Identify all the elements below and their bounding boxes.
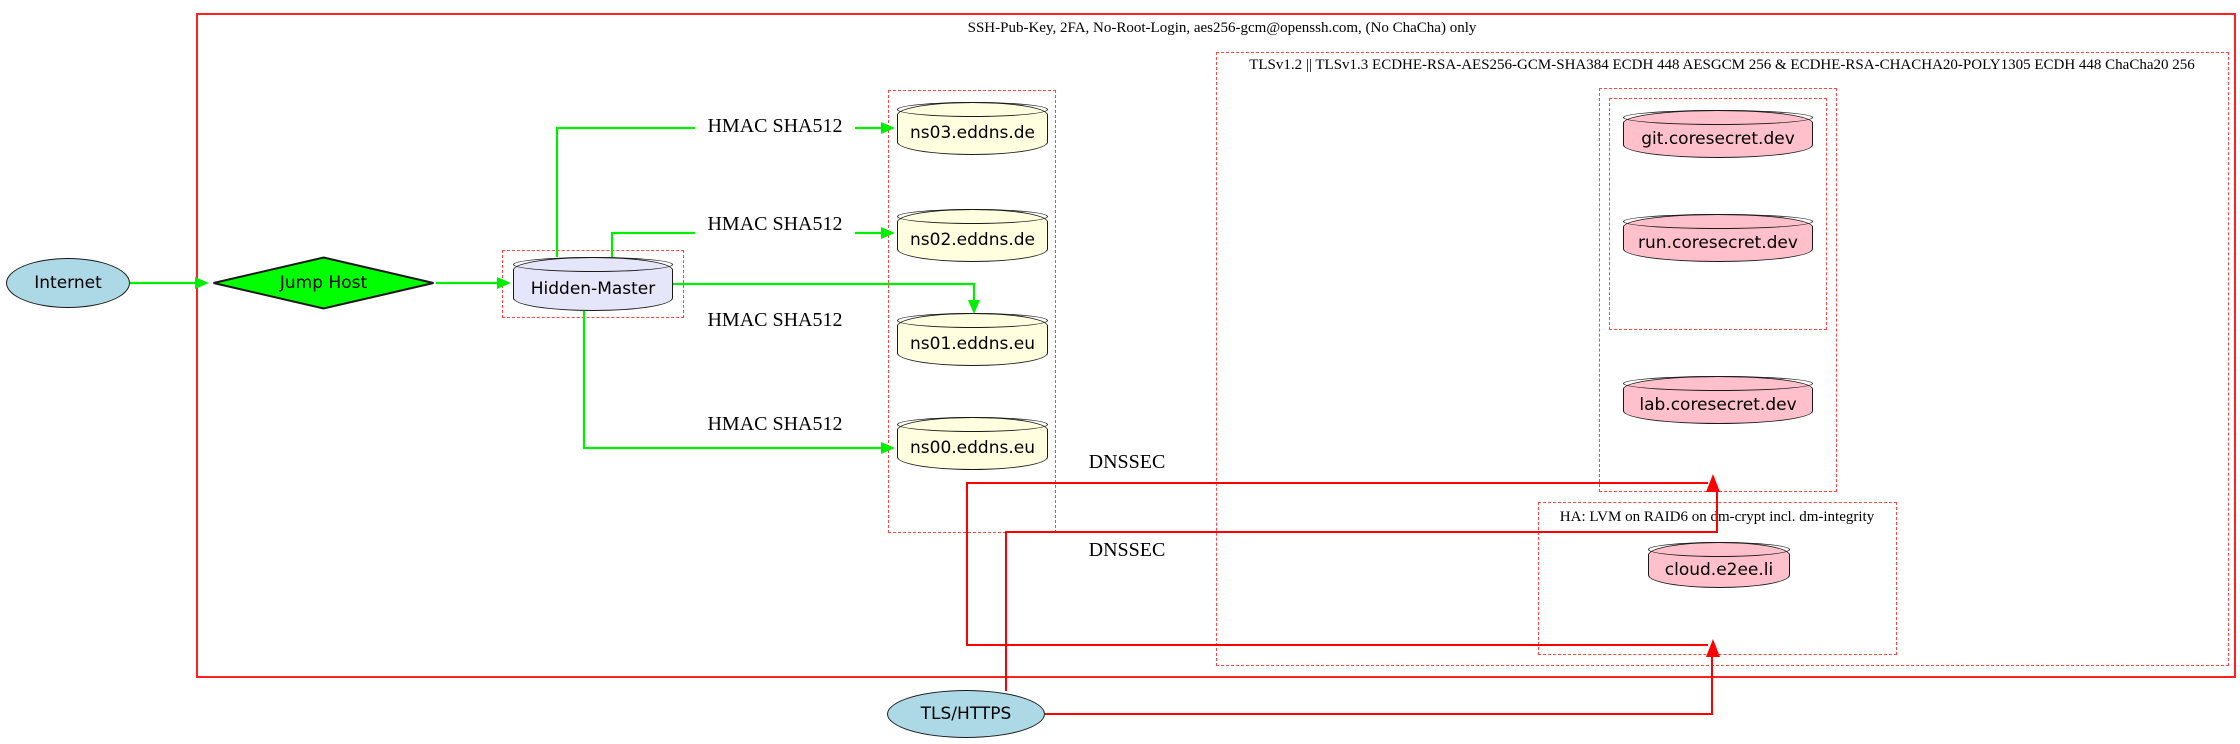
edge-label-hmac-ns01: HMAC SHA512 (695, 308, 855, 332)
edge-label-hmac-ns02: HMAC SHA512 (695, 212, 855, 236)
node-lab-coresecret: lab.coresecret.dev (1623, 376, 1813, 424)
node-hidden-master-label: Hidden-Master (530, 278, 656, 299)
edge-label-hmac-ns00: HMAC SHA512 (695, 412, 855, 436)
node-internet-label: Internet (34, 273, 102, 293)
node-internet: Internet (6, 258, 130, 308)
node-run-coresecret-label: run.coresecret.dev (1638, 232, 1798, 253)
node-ns03: ns03.eddns.de (897, 102, 1048, 155)
node-run-coresecret: run.coresecret.dev (1623, 214, 1813, 262)
node-git-coresecret-label: git.coresecret.dev (1641, 128, 1795, 149)
node-ns00-label: ns00.eddns.eu (910, 438, 1035, 458)
edge-label-dnssec-1: DNSSEC (1067, 450, 1187, 474)
node-git-coresecret: git.coresecret.dev (1623, 110, 1813, 158)
cluster-coresecret-inner-boundary (1609, 98, 1827, 330)
cluster-ssh-label: SSH-Pub-Key, 2FA, No-Root-Login, aes256-… (967, 20, 1477, 36)
edge-label-hmac-ns03: HMAC SHA512 (695, 114, 855, 138)
node-hidden-master: Hidden-Master (513, 257, 673, 311)
node-ns03-label: ns03.eddns.de (910, 123, 1035, 143)
node-ns00: ns00.eddns.eu (897, 417, 1048, 470)
node-tls-https-label: TLS/HTTPS (920, 704, 1012, 724)
diamond-shape (213, 256, 434, 310)
edge-label-dnssec-2: DNSSEC (1067, 538, 1187, 562)
node-ns02: ns02.eddns.de (897, 209, 1048, 262)
node-jump-host-label: Jump Host (279, 273, 368, 293)
node-jump-host: Jump Host (211, 256, 436, 310)
node-cloud-e2ee-label: cloud.e2ee.li (1664, 559, 1774, 580)
node-cloud-e2ee: cloud.e2ee.li (1648, 542, 1790, 588)
cluster-tls-label: TLSv1.2 || TLSv1.3 ECDHE-RSA-AES256-GCM-… (1249, 57, 2195, 73)
node-tls-https: TLS/HTTPS (887, 690, 1045, 738)
cluster-ha-label: HA: LVM on RAID6 on dm-crypt incl. dm-in… (1559, 509, 1875, 525)
cluster-tls-boundary (1216, 52, 2229, 666)
node-ns02-label: ns02.eddns.de (910, 230, 1035, 250)
node-ns01: ns01.eddns.eu (897, 313, 1048, 366)
node-jump-host-shape (213, 256, 434, 310)
node-lab-coresecret-label: lab.coresecret.dev (1639, 394, 1797, 415)
node-ns01-label: ns01.eddns.eu (910, 334, 1035, 354)
